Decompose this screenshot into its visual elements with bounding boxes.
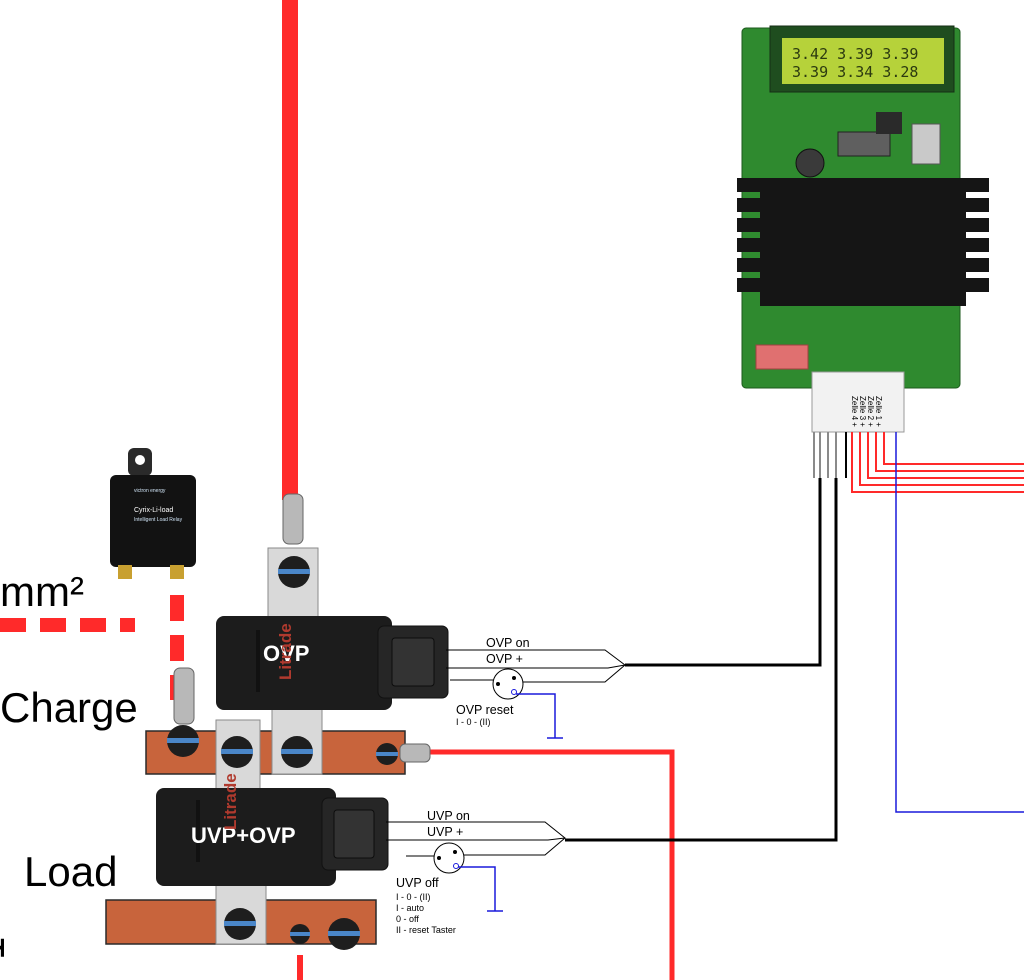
uvp-to-bms-wire	[565, 478, 838, 842]
uvp-mode-2: I - auto	[396, 903, 424, 913]
ovp-relay-brand: Litrade	[276, 623, 295, 680]
uvp-relay-body	[156, 788, 336, 886]
uvp-ground-wire	[458, 866, 503, 912]
bolt	[224, 908, 256, 940]
bolt	[328, 918, 360, 950]
ovp-ground-wire	[516, 693, 563, 739]
uvp-mode-4: II - reset Taster	[396, 925, 456, 935]
cable-lug	[282, 493, 304, 545]
cyrix-subtitle: Intelligent Load Relay	[134, 517, 183, 523]
uvp-mode-3: 0 - off	[396, 914, 419, 924]
corner-digit: 1	[0, 937, 13, 960]
cyrix-body	[110, 475, 196, 567]
load-label: Load	[24, 848, 117, 895]
load-positive-wire	[425, 749, 675, 980]
ovp-to-bms-wire	[625, 478, 822, 667]
cyrix-li-load: victron energy Cyrix-Li-load Intelligent…	[110, 448, 196, 579]
bms-board: 3.42 3.39 3.39 3.39 3.34 3.28 Zelle 1 + …	[737, 25, 989, 433]
uvp-off-label: UVP off	[396, 876, 439, 890]
ovp-reset-label: OVP reset	[456, 703, 514, 717]
cross-section-label: mm²	[0, 568, 84, 615]
uvp-mode-1: I - 0 - (II)	[396, 892, 431, 902]
bms-ground-wire	[895, 432, 1024, 813]
cell-pin-4: Zelle 4 +	[850, 396, 859, 427]
balancer-connector	[811, 371, 905, 433]
uvp-plus-label: UVP +	[427, 825, 463, 839]
bolt	[290, 924, 310, 944]
buzzer	[795, 148, 825, 178]
uvp-signal-wires	[386, 821, 566, 857]
main-positive-cable	[282, 0, 298, 500]
uvp-relay-brand: Litrade	[221, 773, 240, 830]
cyrix-name: Cyrix-Li-load	[134, 507, 173, 514]
lcd-screen	[782, 38, 944, 84]
cyrix-brand: victron energy	[134, 488, 166, 494]
bolt	[376, 743, 398, 765]
bms-gray-pins	[813, 432, 837, 478]
ovp-relay-label: OVP	[263, 641, 309, 666]
bolt	[281, 736, 313, 768]
uvp-ovp-relay: UVP+OVP Litrade	[156, 719, 389, 945]
led-bar	[755, 344, 809, 370]
cell-sense-wires	[851, 432, 1024, 493]
uvp-relay-label: UVP+OVP	[191, 823, 296, 848]
cable-lug	[173, 667, 195, 725]
uvp-on-label: UVP on	[427, 809, 470, 823]
bolt	[167, 725, 199, 757]
charge-label: Charge	[0, 684, 138, 731]
ovp-reset-modes: I - 0 - (II)	[456, 717, 491, 727]
lcd-line-2: 3.39 3.34 3.28	[792, 63, 918, 81]
cell-pin-2: Zelle 2 +	[866, 396, 875, 427]
uvp-off-switch	[433, 842, 465, 874]
ovp-signal-wires	[446, 649, 626, 683]
bolts	[167, 556, 398, 950]
ovp-reset-switch	[492, 668, 524, 700]
cable-lug	[399, 743, 431, 763]
bolt	[221, 736, 253, 768]
ovp-plus-label: OVP +	[486, 652, 523, 666]
bolt	[278, 556, 310, 588]
ovp-on-label: OVP on	[486, 636, 530, 650]
cell-pin-3: Zelle 3 +	[858, 396, 867, 427]
heatsink	[737, 178, 989, 306]
lcd-line-1: 3.42 3.39 3.39	[792, 45, 918, 63]
cell-pin-1: Zelle 1 +	[874, 396, 883, 427]
